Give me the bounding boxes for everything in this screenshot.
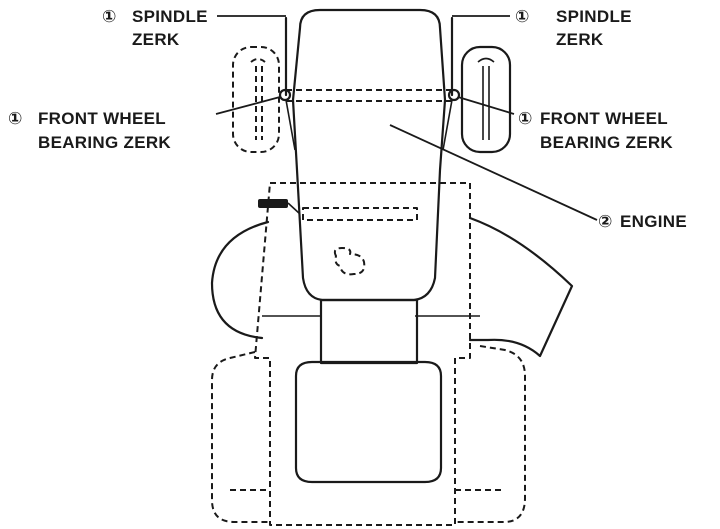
hood-outline bbox=[291, 8, 447, 302]
left-side-panel bbox=[210, 220, 270, 340]
leader-fwb-left bbox=[215, 96, 281, 115]
engine-outline bbox=[302, 207, 418, 221]
hood-front-left bbox=[285, 99, 296, 151]
spindle-zerk-left-label: ① SPINDLE ZERK bbox=[102, 7, 213, 49]
dipstick-handle bbox=[258, 199, 301, 215]
front-axle bbox=[286, 89, 452, 102]
front-right-wheel bbox=[460, 45, 512, 154]
spindle-zerk-right-label: ① SPINDLE ZERK bbox=[515, 7, 637, 49]
front-wheel-bearing-zerk-left-label: ① FRONT WHEEL BEARING ZERK bbox=[8, 109, 171, 152]
engine-label: ② ENGINE bbox=[598, 212, 687, 231]
center-column bbox=[319, 298, 419, 365]
engine-filter bbox=[333, 247, 366, 276]
rear-left-wheel bbox=[211, 351, 270, 523]
front-wheel-bearing-zerk-right-label: ① FRONT WHEEL BEARING ZERK bbox=[518, 109, 673, 152]
hood-front-right bbox=[442, 99, 453, 151]
rear-right-wheel bbox=[455, 345, 526, 523]
discharge-chute bbox=[468, 216, 574, 358]
leader-fwb-right bbox=[457, 96, 515, 115]
seat bbox=[294, 360, 443, 484]
front-left-wheel bbox=[232, 46, 280, 153]
leader-engine bbox=[389, 124, 598, 221]
spindle-zerk-right bbox=[447, 88, 461, 102]
